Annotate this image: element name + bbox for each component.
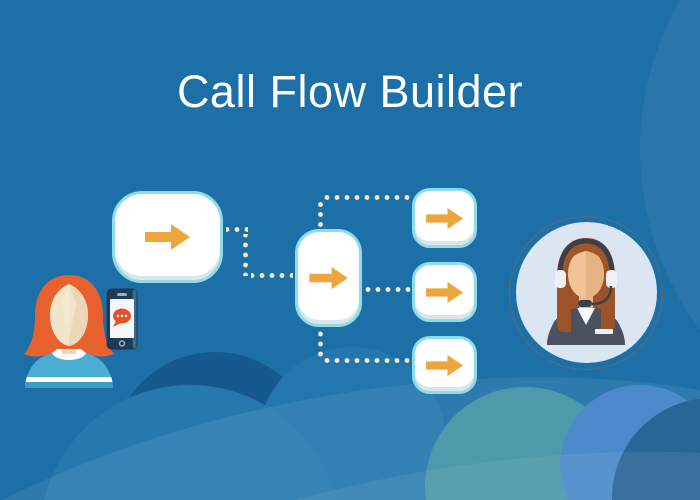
- arrow-right-icon: [425, 281, 463, 303]
- agent-circle-ring: [509, 216, 663, 370]
- caller-illustration: [24, 275, 114, 388]
- connector-start-to-decision: [251, 273, 293, 278]
- flow-node-branch-3: [412, 336, 477, 394]
- connector-decision-to-branch-2: [364, 287, 412, 292]
- flow-node-decision: [295, 229, 362, 327]
- arrow-right-icon: [425, 354, 463, 376]
- arrow-right-icon: [144, 224, 190, 250]
- connector-start-to-decision: [243, 234, 248, 276]
- connector-start-to-decision: [226, 227, 248, 232]
- flow-node-branch-2: [412, 262, 477, 322]
- agent-avatar-circle: [516, 222, 657, 363]
- headset-earcup-icon: [606, 270, 617, 288]
- flow-node-branch-1: [412, 188, 477, 248]
- agent-shirt: [577, 308, 595, 325]
- arrow-right-icon: [425, 207, 463, 229]
- flow-node-start: [112, 191, 223, 283]
- support-agent-illustration: [547, 238, 625, 345]
- smartphone-icon: [106, 288, 138, 350]
- headset-earcup-icon: [555, 270, 566, 288]
- headset-mic-icon: [578, 300, 592, 307]
- connector-decision-to-branch-1: [322, 195, 412, 200]
- headset-band-icon: [557, 238, 615, 279]
- chat-bubble-icon: [113, 308, 131, 327]
- connector-decision-to-branch-3: [318, 330, 323, 358]
- arrow-right-icon: [308, 266, 348, 290]
- connector-decision-to-branch-3: [322, 358, 412, 363]
- page-title: Call Flow Builder: [176, 66, 524, 117]
- headset-mic-boom-icon: [591, 285, 613, 306]
- agent-pocket-stripe: [595, 329, 613, 334]
- connector-decision-to-branch-1: [318, 200, 323, 229]
